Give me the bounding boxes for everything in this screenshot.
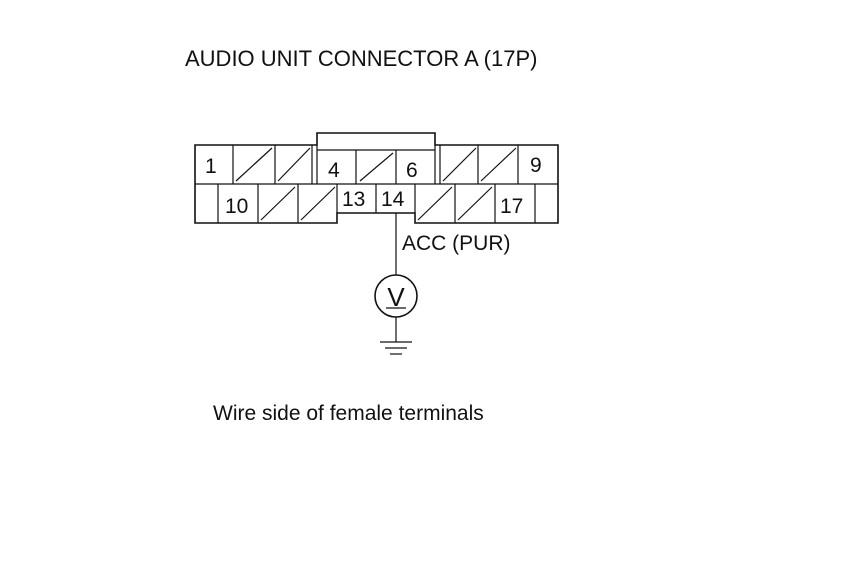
empty-cavity-3: [277, 147, 311, 182]
pin-1-label: 1: [205, 155, 217, 178]
connector-a-body: [194, 132, 559, 224]
connector-outline: [194, 132, 559, 224]
pin-6-label: 6: [406, 159, 418, 182]
empty-cavity-5: [359, 152, 394, 182]
wire-label: ACC (PUR): [402, 232, 511, 255]
pin-9-label: 9: [530, 154, 542, 177]
pin-10-label: 10: [225, 195, 248, 218]
empty-cavity-12: [300, 186, 336, 221]
empty-cavity-15: [417, 186, 453, 221]
diagram-title: AUDIO UNIT CONNECTOR A (17P): [185, 46, 537, 71]
diagram-caption: Wire side of female terminals: [213, 402, 484, 425]
voltmeter-icon: V: [374, 274, 418, 318]
pin-13-label: 13: [342, 188, 365, 211]
empty-cavity-7: [442, 147, 477, 182]
empty-cavity-2: [235, 147, 273, 182]
empty-cavity-11: [260, 186, 296, 221]
pin-17-label: 17: [500, 195, 523, 218]
pin-14-label: 14: [381, 188, 405, 211]
empty-cavity-8: [480, 147, 517, 182]
voltmeter-symbol: V: [387, 282, 405, 312]
empty-cavity-16: [457, 186, 493, 221]
pin-4-label: 4: [328, 159, 340, 182]
ground-icon: [380, 341, 412, 355]
